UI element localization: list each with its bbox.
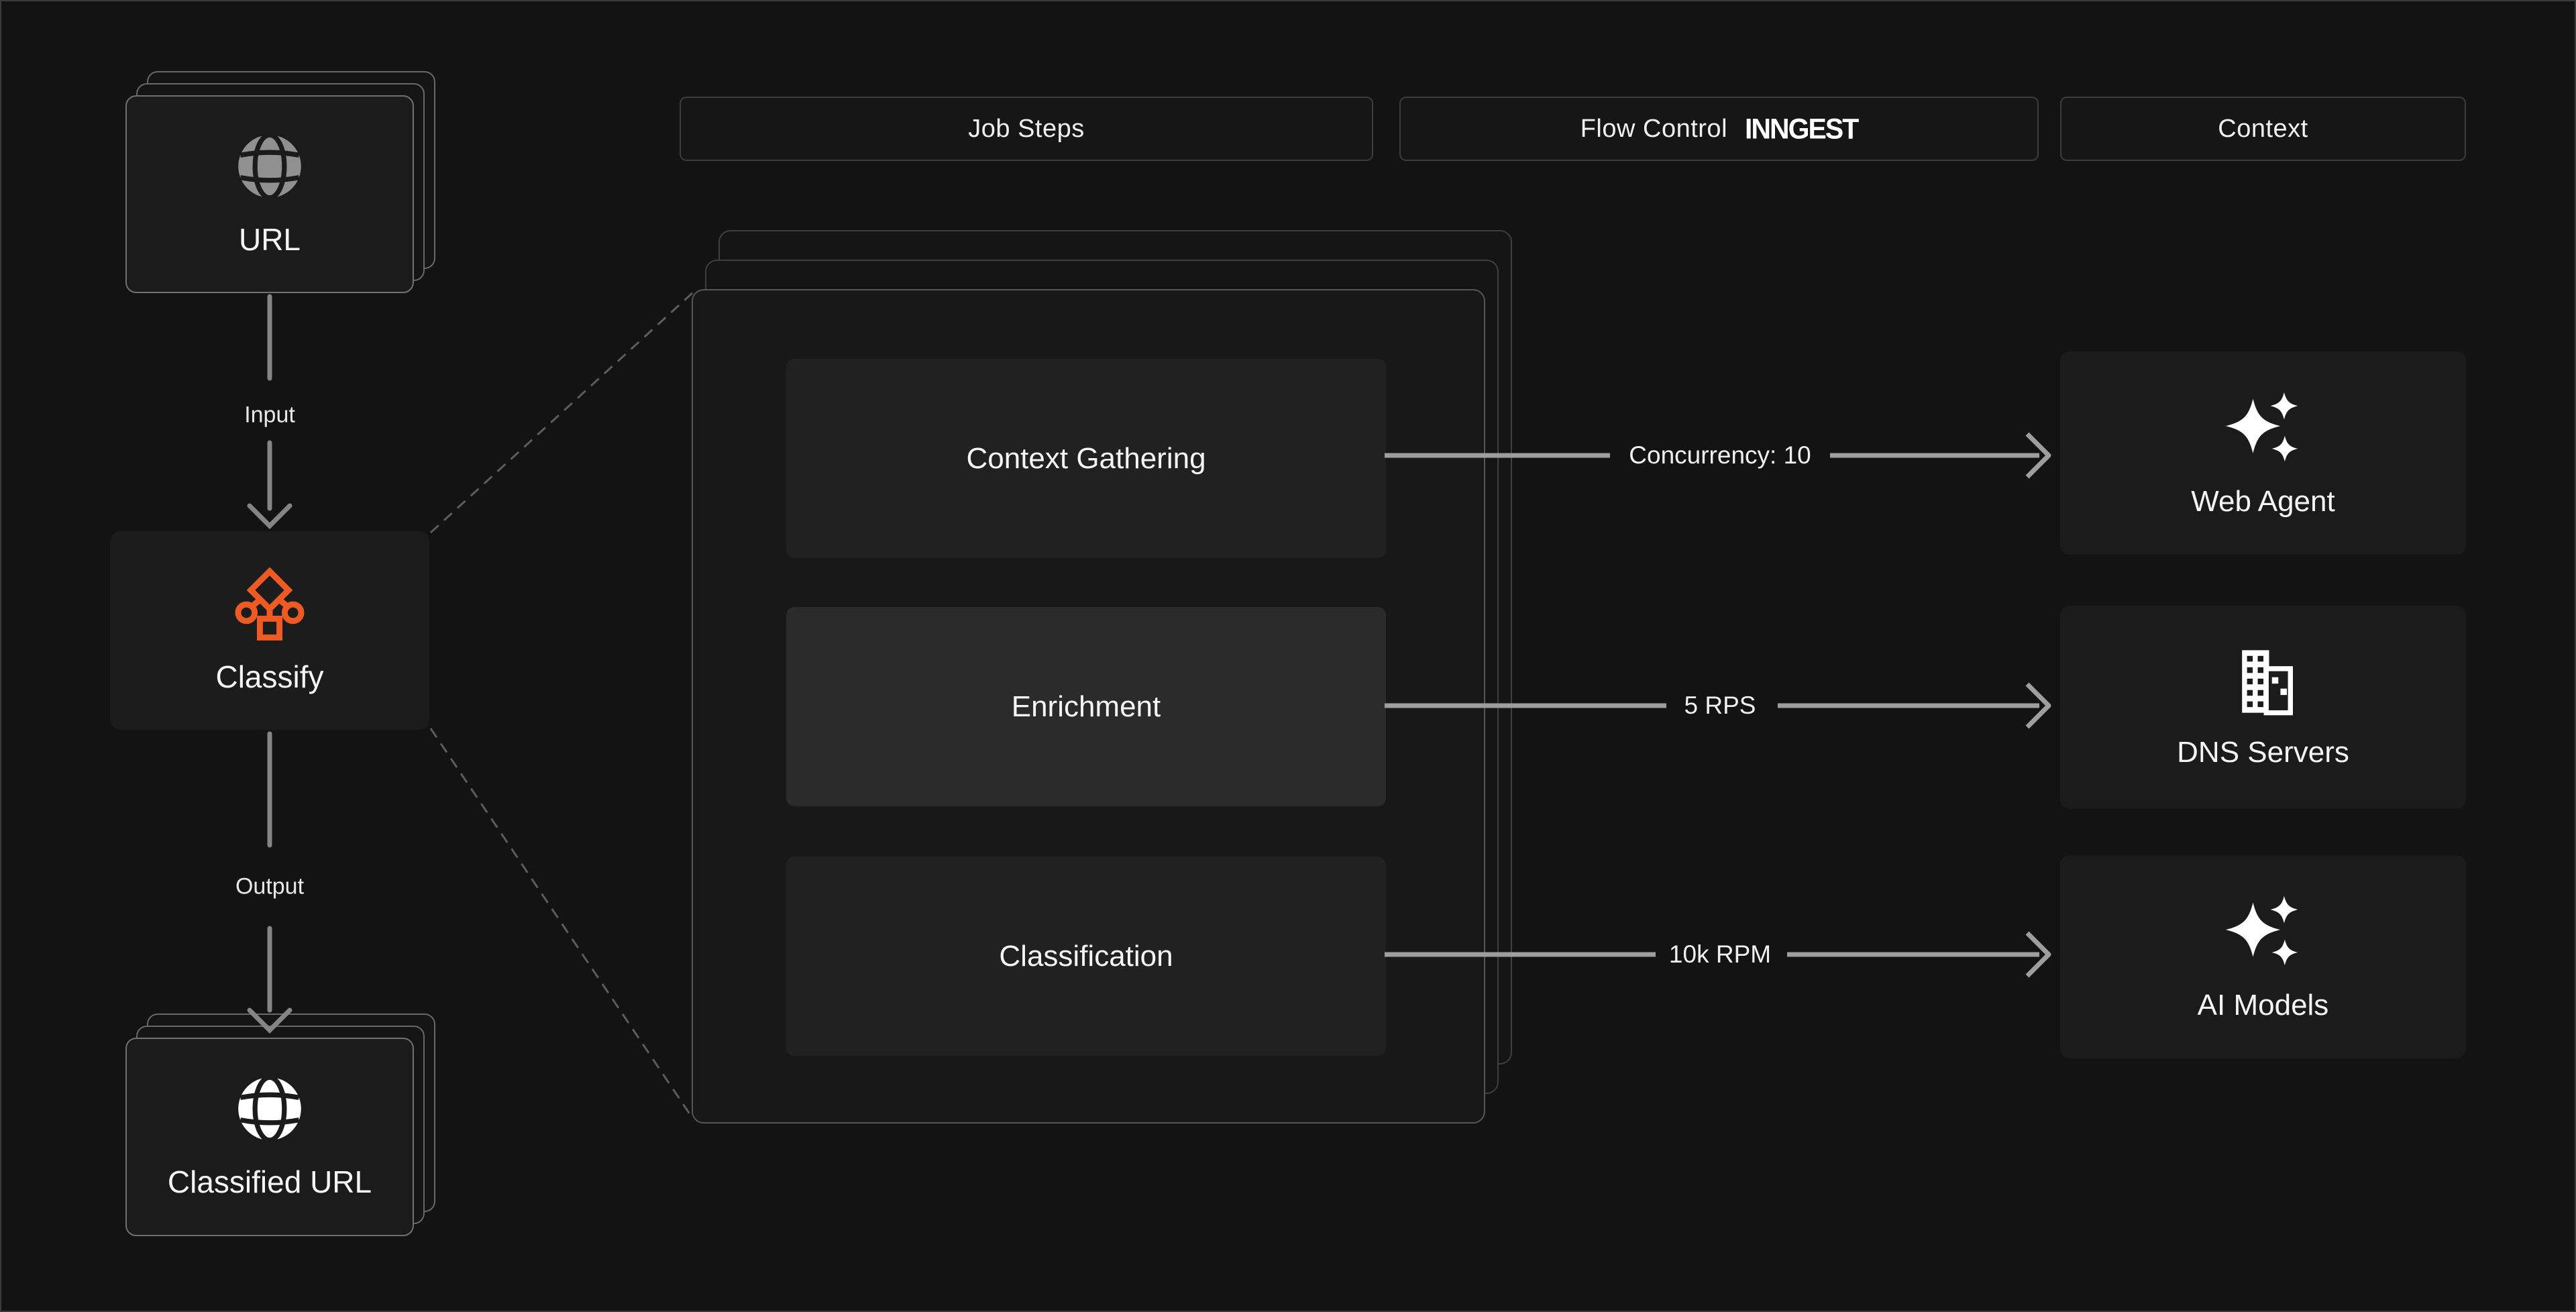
step-classification: Classification [786, 857, 1386, 1056]
node-classify: Classify [110, 531, 429, 730]
flow-control-label-rpm: 10k RPM [1668, 940, 1772, 968]
node-url-card: URL [125, 95, 414, 293]
job-steps-panel: Context Gathering Enrichment Classificat… [692, 289, 1485, 1124]
node-ai-models: AI Models [2060, 855, 2466, 1058]
flow-control-label-rps: 5 RPS [1684, 692, 1756, 719]
arrow-down-icon [247, 503, 292, 529]
header-flow-control-label: Flow Control [1580, 114, 1728, 143]
arrow-right-icon [2025, 682, 2051, 729]
header-context-label: Context [2218, 114, 2308, 143]
node-classified-url-label: Classified URL [167, 1164, 372, 1199]
step-label: Enrichment [1011, 690, 1161, 723]
step-enrichment: Enrichment [786, 607, 1386, 806]
header-flow-control: Flow Control INNGEST [1399, 97, 2039, 161]
arrow-right-icon [2025, 432, 2051, 479]
node-web-agent: Web Agent [2060, 351, 2466, 555]
step-label: Context Gathering [966, 441, 1206, 475]
node-url-label: URL [238, 221, 301, 257]
expansion-dashed-line [429, 728, 694, 1119]
flow-control-label-concurrency: Concurrency: 10 [1629, 441, 1811, 469]
header-job-steps-label: Job Steps [968, 114, 1085, 143]
step-context-gathering: Context Gathering [786, 359, 1386, 558]
sparkles-icon [2224, 388, 2302, 466]
expansion-dashed-line [429, 291, 694, 534]
node-classified-url: Classified URL [125, 1014, 435, 1236]
node-ai-models-label: AI Models [2197, 988, 2329, 1022]
globe-icon [235, 1074, 305, 1144]
step-label: Classification [999, 939, 1173, 973]
arrow-right-icon [2025, 931, 2051, 978]
sparkles-icon [2224, 892, 2302, 970]
building-icon [2228, 646, 2299, 717]
node-classified-url-card: Classified URL [125, 1038, 414, 1236]
node-classify-label: Classify [215, 659, 324, 694]
output-edge-label: Output [235, 873, 305, 899]
node-dns-servers-label: DNS Servers [2177, 735, 2349, 769]
node-dns-servers: DNS Servers [2060, 606, 2466, 809]
inngest-logo: INNGEST [1745, 112, 1859, 145]
node-web-agent-label: Web Agent [2191, 484, 2335, 518]
header-context: Context [2060, 97, 2466, 161]
classify-tree-icon [232, 566, 307, 641]
node-url: URL [125, 71, 435, 293]
globe-icon [235, 131, 305, 201]
header-job-steps: Job Steps [680, 97, 1373, 161]
input-edge-label: Input [244, 402, 295, 428]
